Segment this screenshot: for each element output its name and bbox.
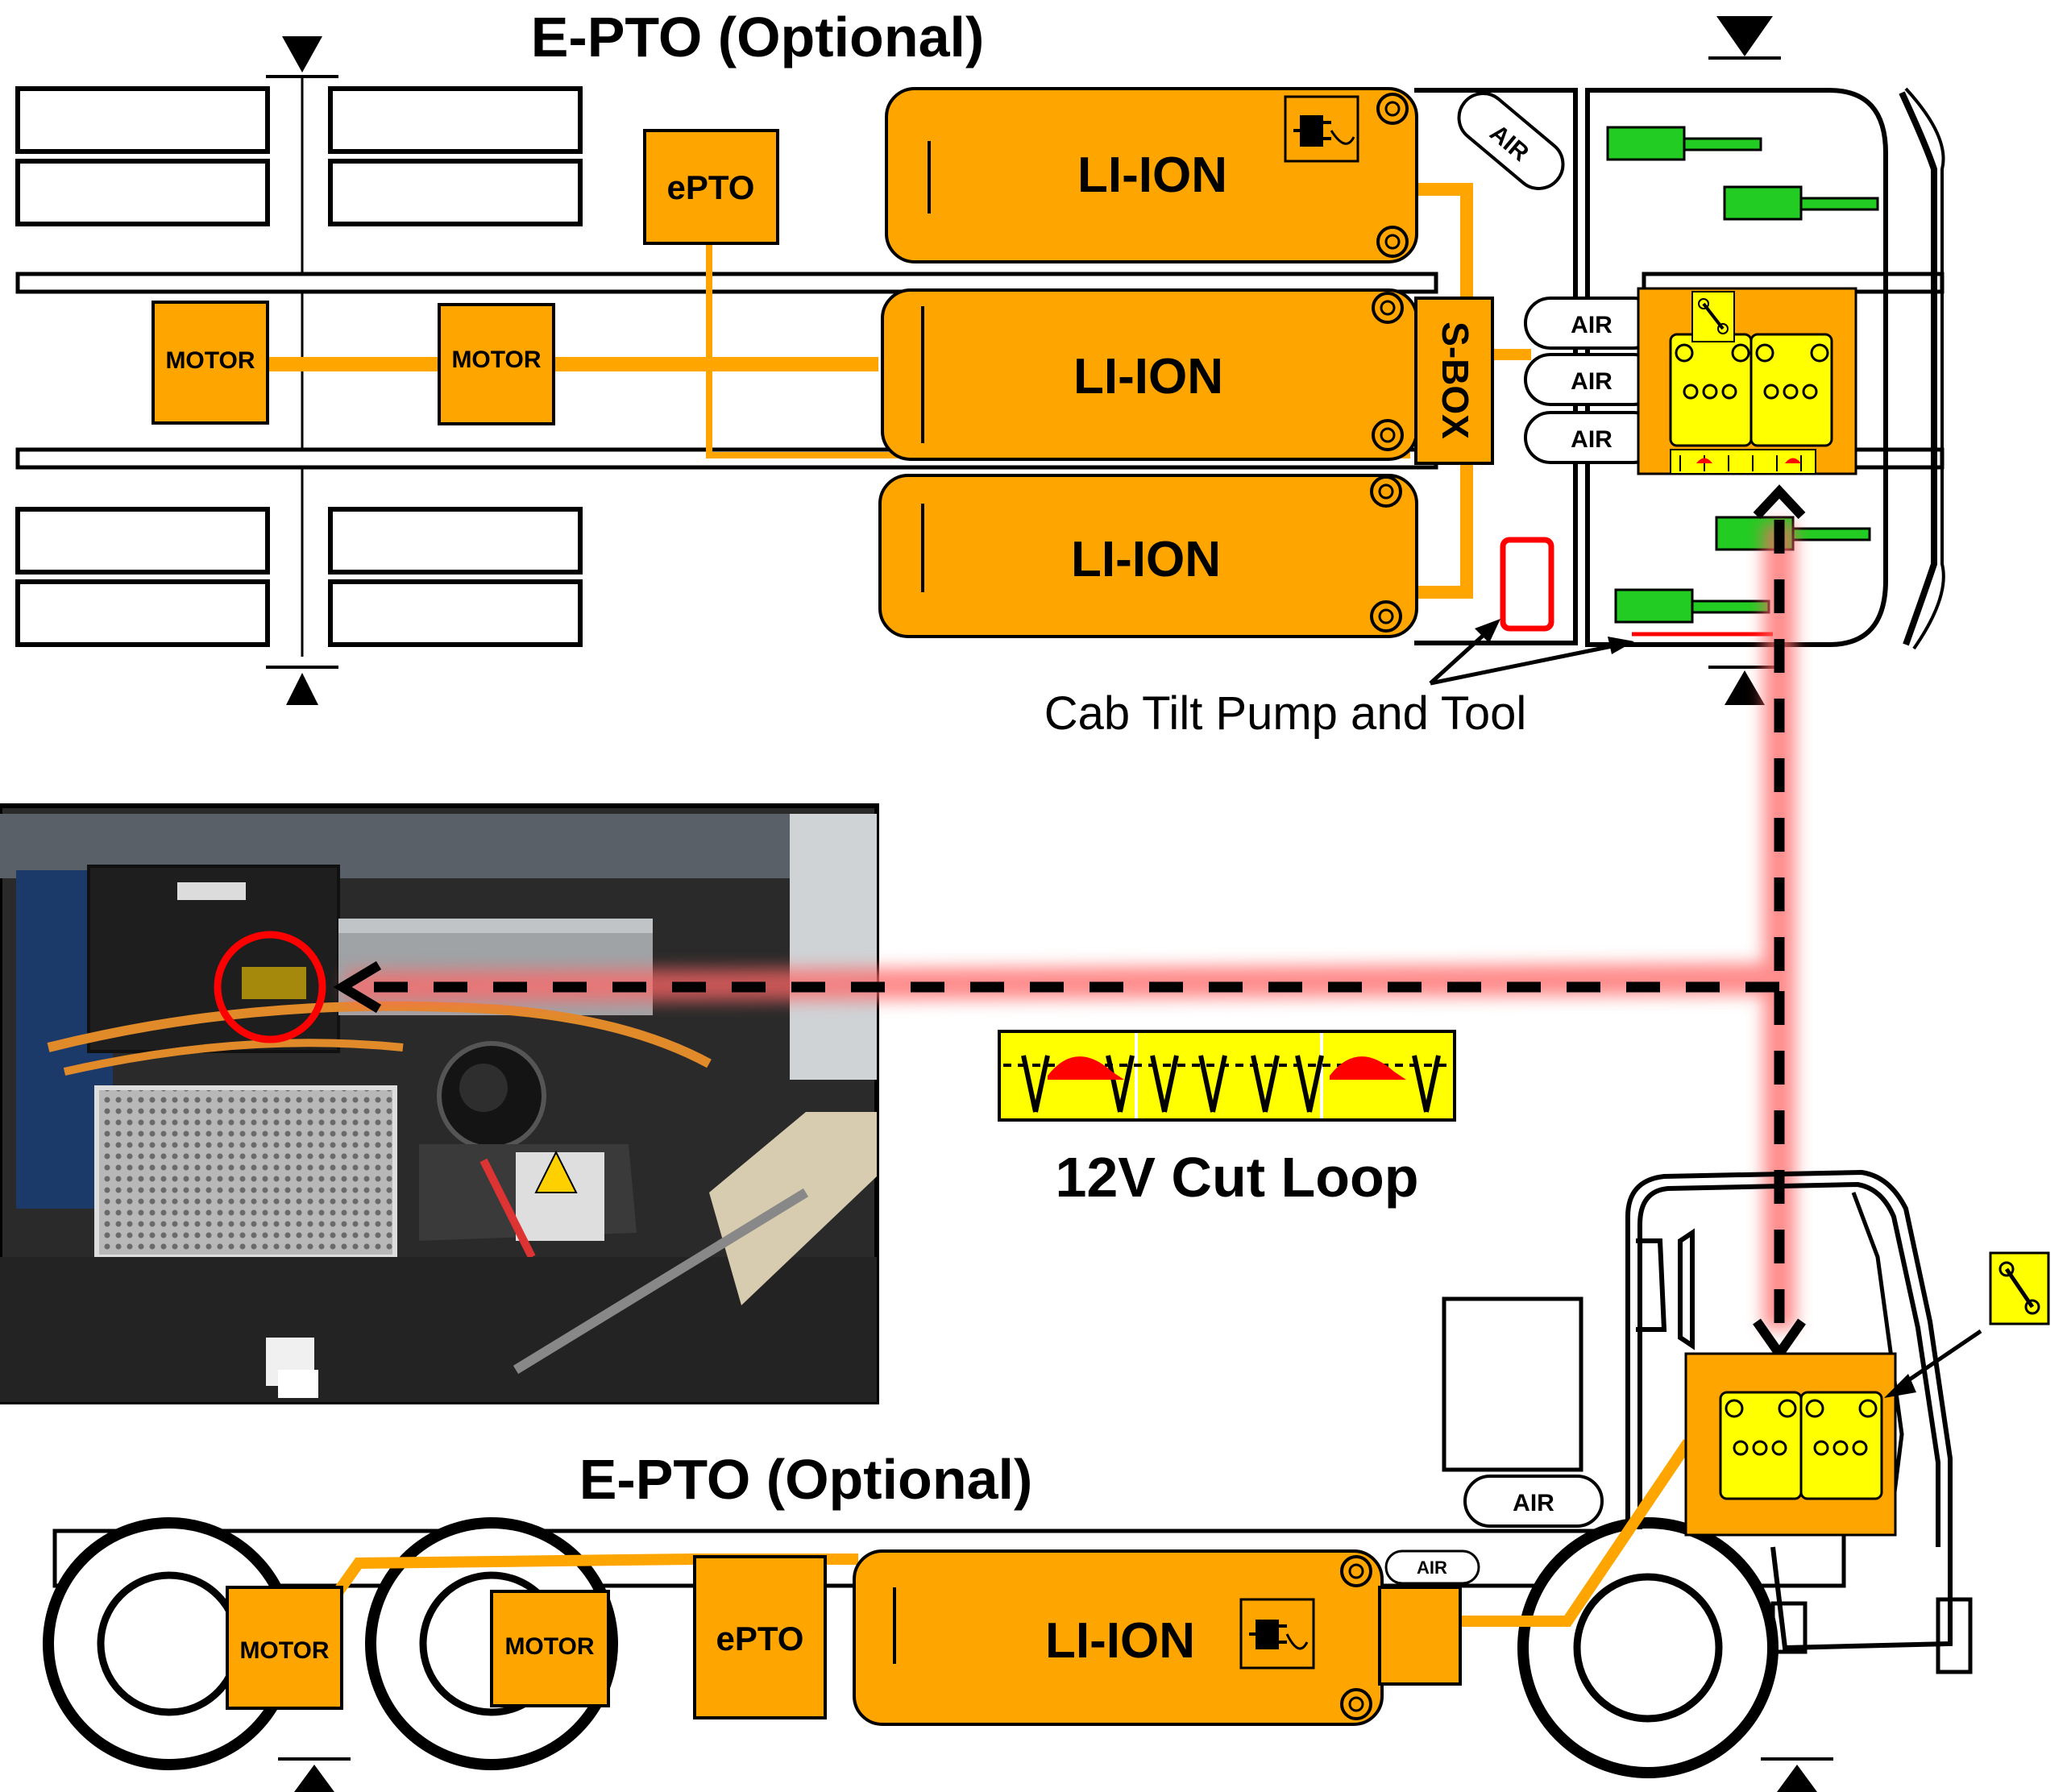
motor-top-1-label: MOTOR [165,347,255,374]
svg-text:AIR: AIR [1571,312,1613,338]
battery-top-2-label: LI-ION [1073,349,1223,404]
motor-top-2: MOTOR [438,303,555,425]
location-arrows [333,484,1806,1363]
sbox: S-BOX [1414,297,1494,465]
lv-battery-box-top [1637,287,1857,475]
side-view: E-PTO (Optional) AIR [43,1169,2050,1792]
firefighter-helmet-icons [1048,1056,1406,1080]
cab-tilt-annotation: Cab Tilt Pump and Tool [1044,619,1634,740]
cutter-icons [1021,1055,1441,1113]
sbox-label: S-BOX [1434,321,1476,439]
battery-top-3-label: LI-ION [1071,532,1221,587]
battery-top-2: LI-ION [881,288,1418,461]
air-tank-top-2: AIR [1524,353,1660,406]
svg-text:LI-ION: LI-ION [1045,1613,1195,1669]
epto-side: ePTO [693,1555,827,1719]
cab-tilt-label: Cab Tilt Pump and Tool [1044,687,1527,740]
hood-box [1442,1296,1583,1472]
cut-loop-legend: 12V Cut Loop [998,1030,1456,1209]
air-tank-side-small: AIR [1384,1549,1480,1585]
motor-top-1: MOTOR [151,301,269,425]
epto-top: ePTO [643,129,779,245]
svg-text:AIR: AIR [1513,1490,1554,1516]
svg-text:AIR: AIR [1571,368,1613,395]
motor-side-2: MOTOR [490,1590,610,1707]
epto-top-label: ePTO [667,168,755,206]
air-tank-top-angled: AIR [1457,92,1565,190]
battery-top-1: LI-ION [885,87,1418,263]
air-tank-side: AIR [1463,1475,1604,1528]
battery-top-3: LI-ION [878,474,1418,638]
cab-mounts-green [1606,126,1879,624]
motor-side-1: MOTOR [226,1586,343,1710]
cut-loop-label: 12V Cut Loop [1055,1146,1418,1209]
cut-loop-highlight-circle [214,931,326,1043]
air-tank-top-3: AIR [1524,411,1660,464]
top-view: E-PTO (Optional) [15,6,1945,740]
disconnect-switch-callout [1884,1251,2050,1398]
cab-tilt-pump [1500,537,1554,632]
battery-top-1-label: LI-ION [1077,147,1227,203]
motor-top-2-label: MOTOR [451,346,541,373]
battery-side: LI-ION [853,1549,1462,1726]
svg-text:ePTO: ePTO [716,1620,804,1657]
wheels-top-left [15,86,583,647]
svg-text:AIR: AIR [1571,426,1613,453]
top-title: E-PTO (Optional) [531,6,985,68]
svg-text:AIR: AIR [1417,1558,1447,1578]
engine-bay-photo [0,803,879,1404]
svg-text:MOTOR: MOTOR [504,1633,594,1660]
svg-text:MOTOR: MOTOR [239,1637,329,1664]
cab-side [1625,1169,1973,1674]
side-title: E-PTO (Optional) [579,1448,1033,1511]
lv-battery-box-side [1684,1352,1897,1537]
disconnect-switch-icon [1691,291,1735,342]
axle-markers-side [278,1757,1833,1792]
